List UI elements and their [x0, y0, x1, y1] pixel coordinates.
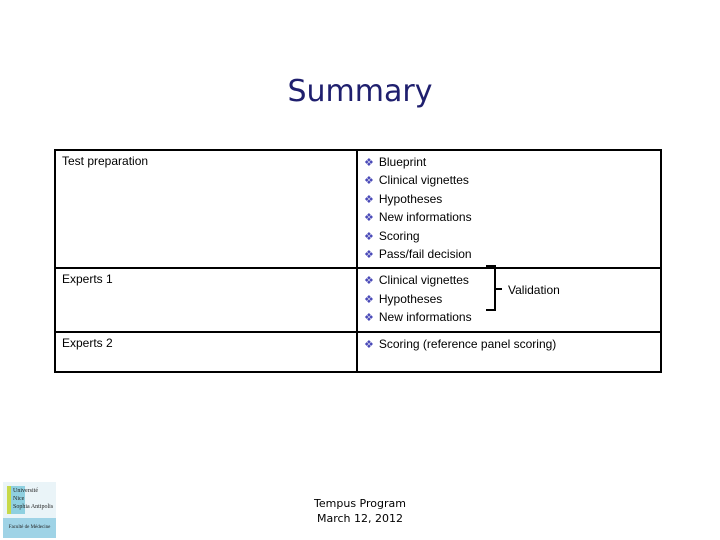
diamond-bullet-icon: ❖	[364, 193, 374, 206]
validation-label: Validation	[508, 283, 560, 297]
footer-program: Tempus Program	[314, 497, 406, 510]
row-items: ❖ Scoring (reference panel scoring)	[356, 330, 662, 373]
item-text: Clinical vignettes	[378, 273, 469, 288]
table-row: Experts 2 ❖ Scoring (reference panel scor…	[54, 330, 662, 373]
item-text: Scoring	[378, 228, 420, 243]
row-label: Experts 2	[54, 330, 358, 373]
diamond-bullet-icon: ❖	[364, 212, 374, 225]
footer-date: March 12, 2012	[316, 512, 403, 525]
row-label: Experts 1	[54, 267, 358, 333]
list-item: ❖ Hypotheses	[364, 191, 654, 209]
item-text: New informations	[378, 310, 472, 325]
list-item: ❖ Clinical vignettes	[364, 272, 654, 290]
slide-title: Summary	[287, 74, 433, 109]
row-label: Test preparation	[54, 148, 358, 270]
list-item: ❖ Scoring	[364, 228, 654, 246]
diamond-bullet-icon: ❖	[364, 312, 374, 325]
logo-mark-icon	[7, 486, 25, 514]
item-text: Scoring (reference panel scoring)	[378, 336, 557, 351]
diamond-bullet-icon: ❖	[364, 157, 374, 169]
item-text: Hypotheses	[378, 191, 443, 206]
list-item: ❖ Blueprint	[364, 154, 654, 172]
diamond-bullet-icon: ❖	[364, 338, 374, 351]
diamond-bullet-icon: ❖	[364, 293, 374, 306]
list-item: ❖ New informations	[364, 309, 654, 327]
summary-table: Test preparation ❖ Blueprint ❖ Clinical vi…	[54, 148, 662, 373]
table-row: Experts 1 ❖ Clinical vignettes ❖ Hypothese…	[54, 267, 662, 333]
item-text: New informations	[378, 210, 472, 225]
row-items: ❖ Clinical vignettes ❖ Hypotheses ❖ New inf…	[356, 267, 662, 333]
footer: Tempus Program March 12, 2012	[0, 496, 720, 526]
brace-connector	[496, 288, 502, 290]
item-text: Hypotheses	[378, 291, 443, 306]
item-text: Pass/fail decision	[378, 247, 472, 262]
list-item: ❖ Pass/fail decision	[364, 246, 654, 264]
diamond-bullet-icon: ❖	[364, 275, 374, 288]
diamond-bullet-icon: ❖	[364, 230, 374, 243]
list-item: ❖ Scoring (reference panel scoring)	[364, 336, 654, 354]
row-items: ❖ Blueprint ❖ Clinical vignettes ❖ Hypothes…	[356, 148, 662, 270]
table-row: Test preparation ❖ Blueprint ❖ Clinical vi…	[54, 148, 662, 270]
item-text: Blueprint	[378, 155, 427, 169]
list-item: ❖ Clinical vignettes	[364, 172, 654, 190]
list-item: ❖ Hypotheses	[364, 291, 654, 309]
list-item: ❖ New informations	[364, 209, 654, 227]
diamond-bullet-icon: ❖	[364, 249, 374, 262]
right-brace-icon	[486, 265, 496, 311]
diamond-bullet-icon: ❖	[364, 175, 374, 188]
item-text: Clinical vignettes	[378, 173, 469, 188]
